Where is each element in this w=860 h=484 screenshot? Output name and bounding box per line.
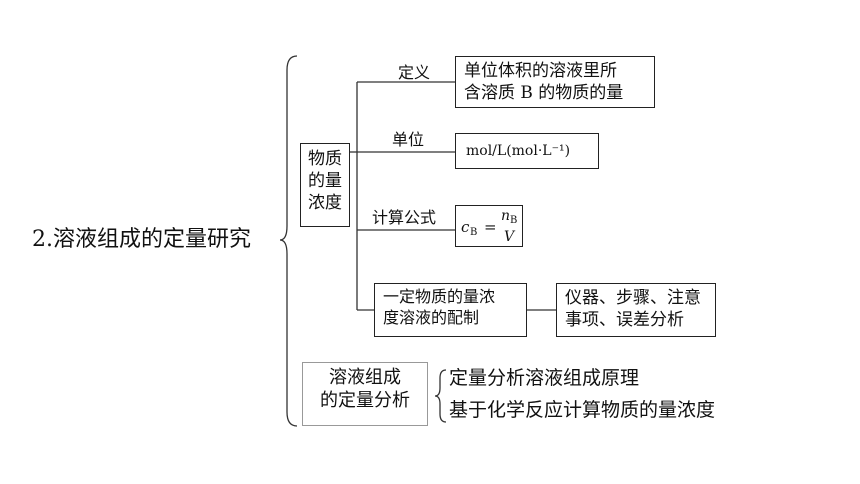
- formula-n-subscript: B: [510, 215, 518, 226]
- formula-equals: =: [484, 218, 497, 236]
- formula-denominator: V: [504, 229, 515, 245]
- definition-line: 含溶质 B 的物质的量: [464, 83, 624, 104]
- definition-label: 定义: [398, 63, 431, 82]
- main-brace: [279, 55, 298, 427]
- preparation-line: 一定物质的量浓: [383, 287, 496, 306]
- preparation-detail-line: 事项、误差分析: [565, 310, 684, 331]
- main-topic: 2.溶液组成的定量研究: [32, 227, 251, 252]
- concept-line: 浓度: [308, 193, 342, 214]
- definition-box: 单位体积的溶液里所 含溶质 B 的物质的量: [455, 56, 655, 108]
- definition-line: 单位体积的溶液里所: [464, 61, 617, 81]
- preparation-detail-line: 仪器、步骤、注意: [565, 288, 701, 308]
- formula-box: c B = n B V: [455, 205, 523, 247]
- formula-c-subscript: B: [470, 227, 478, 238]
- preparation-line: 度溶液的配制: [383, 307, 480, 327]
- analysis-box: 溶液组成 的定量分析: [302, 362, 428, 426]
- analysis-item: 基于化学反应计算物质的量浓度: [449, 399, 716, 421]
- analysis-line: 的定量分析: [320, 390, 410, 412]
- analysis-line: 溶液组成: [329, 367, 401, 388]
- preparation-box: 一定物质的量浓 度溶液的配制: [374, 283, 527, 337]
- preparation-detail-box: 仪器、步骤、注意 事项、误差分析: [556, 283, 716, 337]
- analysis-item: 定量分析溶液组成原理: [449, 367, 640, 389]
- formula-label: 计算公式: [372, 208, 437, 227]
- unit-label: 单位: [392, 130, 425, 149]
- concept-line: 物质: [308, 149, 342, 169]
- concept-box: 物质 的量 浓度: [300, 143, 350, 227]
- unit-box: mol/L(mol·L⁻¹): [455, 133, 599, 169]
- concept-line: 的量: [308, 171, 342, 192]
- formula-numerator: n: [501, 208, 511, 224]
- formula-c: c: [461, 218, 470, 236]
- analysis-brace: [434, 369, 447, 423]
